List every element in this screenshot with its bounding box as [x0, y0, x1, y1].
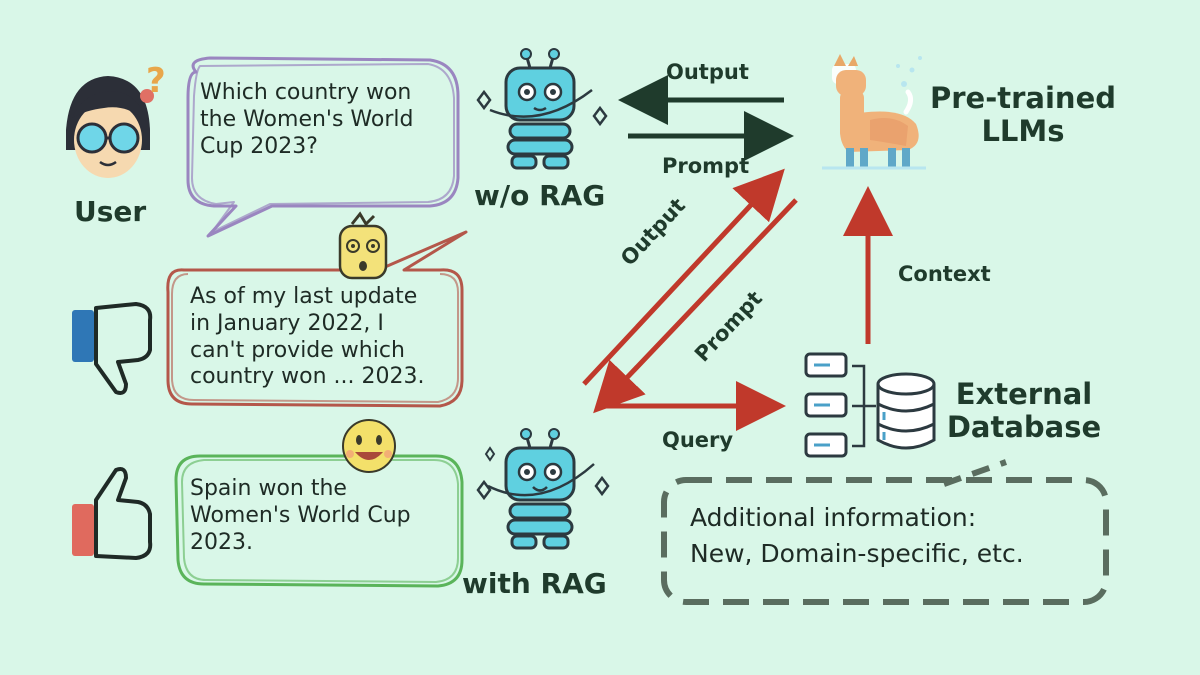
no-rag-answer-line: in January 2022, I	[190, 310, 384, 336]
database-label-line2: Database	[946, 410, 1102, 445]
llm-label: Pre-trained LLMs	[930, 81, 1117, 149]
confused-emoji-icon	[338, 211, 388, 280]
note-line: Additional information:	[690, 503, 977, 532]
note-box-shape	[661, 459, 1109, 605]
with-rag-label: with RAG	[462, 567, 607, 600]
wo-rag-label: w/o RAG	[474, 179, 606, 212]
rag-answer-line: Women's World Cup	[190, 502, 411, 528]
thumbs-up-icon	[72, 467, 153, 560]
llm-label-line1: Pre-trained	[930, 81, 1117, 115]
note-line: New, Domain-specific, etc.	[690, 539, 1024, 569]
thumbs-down-icon	[72, 302, 153, 395]
no-rag-answer-line: country won ... 2023.	[190, 364, 425, 390]
no-rag-answer-line: As of my last update	[190, 284, 418, 309]
no-rag-answer-text: As of my last update in January 2022, I …	[190, 284, 424, 391]
server-stack-icon	[804, 352, 876, 458]
note-text: Additional information: New, Domain-spec…	[690, 500, 1024, 573]
context-label: Context	[898, 262, 991, 286]
rag-answer-line: 2023.	[190, 529, 253, 555]
rag-answer-text: Spain won the Women's World Cup 2023.	[190, 476, 411, 556]
query-label: Query	[662, 428, 734, 452]
database-label: External Database	[946, 377, 1102, 445]
user-label: User	[74, 195, 147, 228]
question-line: the Women's World	[200, 106, 414, 132]
question-line: Which country won	[200, 80, 412, 105]
smiley-emoji-icon	[342, 419, 396, 473]
question-bubble-text: Which country won the Women's World Cup …	[200, 80, 413, 160]
no-rag-answer-bubble-shape	[166, 230, 468, 408]
llama-icon	[822, 54, 926, 170]
rag-answer-bubble-shape	[174, 454, 464, 588]
database-label-line1: External	[955, 377, 1093, 411]
user-avatar-icon	[66, 76, 154, 178]
question-mark-icon: ?	[146, 61, 166, 101]
robot-icon	[476, 428, 610, 550]
robot-icon	[476, 48, 608, 170]
llm-label-line2: LLMs	[981, 114, 1065, 149]
svg-text:?: ?	[146, 61, 166, 101]
rag-answer-line: Spain won the	[190, 476, 347, 501]
database-icon	[876, 372, 936, 450]
prompt-top-label: Prompt	[662, 154, 750, 178]
question-line: Cup 2023?	[200, 133, 318, 159]
question-bubble-shape	[186, 56, 460, 238]
output-arrow-diag	[582, 168, 785, 386]
output-top-label: Output	[666, 60, 749, 84]
prompt-arrow-diag	[593, 198, 798, 414]
no-rag-answer-line: can't provide which	[190, 337, 405, 363]
